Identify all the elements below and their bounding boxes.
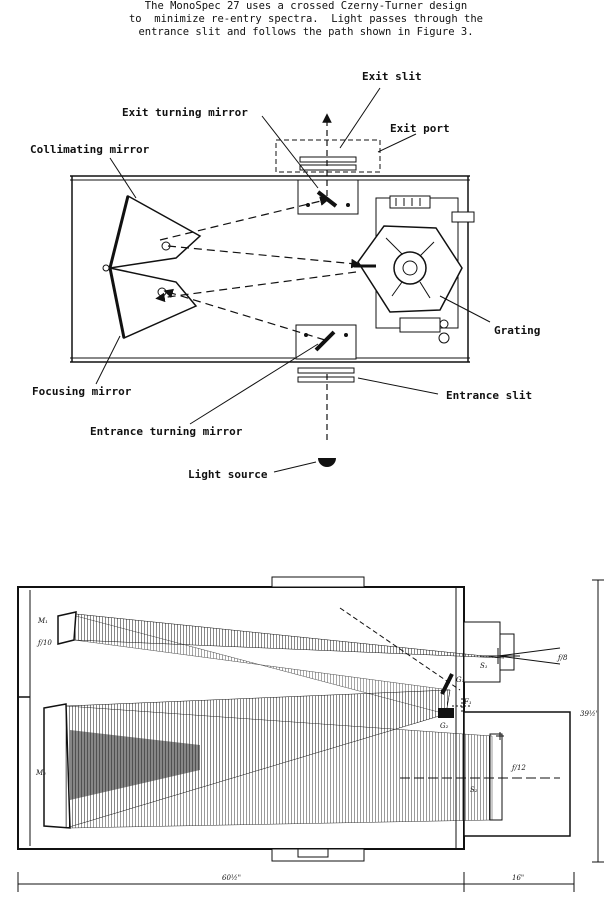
entrance-slit-plate-2 <box>297 376 355 383</box>
label-g1: G₁ <box>456 676 465 684</box>
grating-arm <box>391 281 403 297</box>
label-dim-16: 16" <box>512 874 524 882</box>
caption-line-3: entrance slit and follows the path shown… <box>138 26 474 38</box>
leader-line <box>439 295 491 323</box>
entrance-port-s1 <box>463 621 501 683</box>
grating-g2 <box>438 708 454 718</box>
label-g2: G₂ <box>440 722 449 730</box>
label-collimating-mirror: Collimating mirror <box>30 143 150 156</box>
drive-knob <box>451 211 475 223</box>
leader-line <box>339 87 381 149</box>
mirror-edge <box>108 195 130 269</box>
figure-caption: The MonoSpec 27 uses a crossed Czerny-Tu… <box>60 0 552 39</box>
beam-to-focuser <box>155 271 357 303</box>
caption-line-1: The MonoSpec 27 uses a crossed Czerny-Tu… <box>144 0 468 12</box>
label-s2: S₂ <box>470 786 478 794</box>
label-f10: ƒ/10 <box>36 639 52 647</box>
entrance-turning-mirror <box>314 330 336 352</box>
grating-base <box>399 317 441 333</box>
top-schematic: Exit slit Exit turning mirror Exit port … <box>30 70 540 481</box>
exit-slit-plate-1 <box>299 156 357 163</box>
exit-turning-mirror-block <box>297 179 359 215</box>
label-entrance-slit: Entrance slit <box>446 389 532 402</box>
beam-to-grating <box>167 245 361 269</box>
beam-core <box>70 730 200 800</box>
exit-slit-plate-2 <box>299 164 357 171</box>
mirror-edge <box>108 267 126 339</box>
label-grating: Grating <box>494 324 540 337</box>
leader-line <box>357 377 439 395</box>
beam-m2-to-detector <box>65 705 493 829</box>
mirror-pivot <box>102 264 110 272</box>
label-m1: M₁ <box>37 617 48 625</box>
exit-port-box <box>275 139 381 173</box>
top-flange <box>271 576 365 588</box>
bottom-schematic: M₁ M₂ ƒ/10 ƒ/8 ƒ/12 S₁ S₂ G₁ G₂ F₁ 39½" … <box>17 576 604 892</box>
label-dim-width: 60½" <box>222 874 241 882</box>
label-dim-height: 39½" <box>580 710 599 718</box>
entrance-slit-plate-1 <box>297 367 355 374</box>
leader-line <box>377 133 417 153</box>
label-exit-turning-mirror: Exit turning mirror <box>122 106 248 119</box>
leader-line <box>189 343 319 425</box>
label-exit-slit: Exit slit <box>362 70 422 83</box>
label-m2: M₂ <box>35 769 46 777</box>
label-f1: F₁ <box>463 698 472 706</box>
beam-to-exit-mirror <box>159 196 330 241</box>
entrance-port-tube <box>499 633 515 671</box>
label-exit-port: Exit port <box>390 122 450 135</box>
label-f12: ƒ/12 <box>510 764 526 772</box>
optical-axis <box>497 647 561 657</box>
grating-arm <box>385 237 403 255</box>
mirror-m1 <box>57 611 77 645</box>
screw-dot <box>344 333 348 337</box>
bottom-flange-notch <box>297 848 329 858</box>
label-light-source: Light source <box>188 468 268 481</box>
leader-line <box>273 461 317 473</box>
label-entrance-turning-mirror: Entrance turning mirror <box>90 425 243 438</box>
beam-to-collimator <box>163 288 326 341</box>
leader-line <box>95 335 121 385</box>
leader-line <box>109 157 137 199</box>
light-source-icon <box>318 458 336 467</box>
optical-axis <box>497 655 561 665</box>
label-f8: ƒ/8 <box>556 654 568 662</box>
collimating-mirror <box>108 194 202 269</box>
adjust-screw <box>438 332 450 344</box>
screw-dot <box>346 203 350 207</box>
grating-arm <box>419 281 431 299</box>
adjust-screw <box>439 319 449 329</box>
label-focusing-mirror: Focusing mirror <box>32 385 132 398</box>
grating-hub-center <box>402 260 418 276</box>
caption-line-2: to minimize re-entry spectra. Light pass… <box>128 13 483 25</box>
axis-m3 <box>339 607 461 691</box>
screw-dot <box>306 203 310 207</box>
grating-arm <box>419 241 435 257</box>
grating-g1 <box>440 673 454 695</box>
leader-line <box>261 115 319 189</box>
label-s1: S₁ <box>480 662 488 670</box>
mirror-screw <box>157 287 167 297</box>
